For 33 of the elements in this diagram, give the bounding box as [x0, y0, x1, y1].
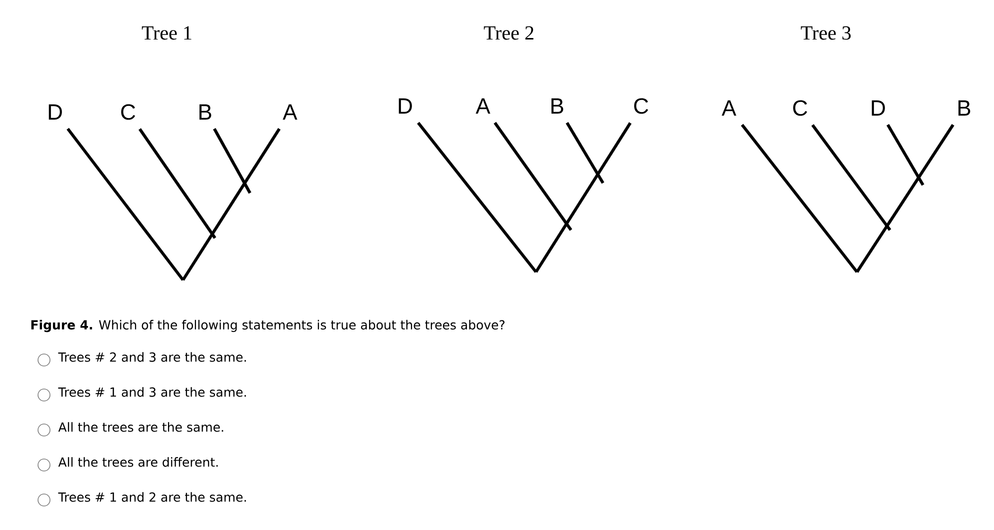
leaf-label: A	[476, 98, 490, 114]
leaf-label: A	[282, 104, 298, 120]
tree-branch	[566, 122, 604, 184]
leaf-label: A	[722, 100, 736, 116]
tree-branch	[534, 122, 632, 273]
tree-branch	[811, 124, 892, 231]
leaf-label: D	[872, 100, 885, 116]
leaf-label: D	[48, 104, 62, 120]
option-text: Trees # 2 and 3 are the same.	[58, 352, 246, 362]
tree-branch	[213, 128, 252, 194]
tree-title: Tree 3	[800, 26, 851, 40]
tree-branch	[740, 124, 858, 273]
leaf-label: C	[121, 104, 136, 120]
tree-title: Tree 2	[484, 26, 534, 40]
leaf-label: B	[199, 104, 212, 120]
leaf-label: C	[793, 100, 808, 116]
tree-branch	[138, 128, 216, 239]
leaf-label: C	[634, 98, 648, 114]
leaf-label: B	[958, 100, 970, 116]
tree-title: Tree 1	[142, 26, 192, 40]
option-text: All the trees are different.	[58, 457, 218, 467]
option-text: Trees # 1 and 2 are the same.	[58, 492, 246, 502]
tree-branch	[886, 124, 924, 186]
tree-branch	[856, 124, 954, 273]
tree-branch	[66, 128, 184, 281]
tree-branch	[494, 122, 572, 231]
tree-branch	[182, 128, 281, 281]
option-text: Trees # 1 and 3 are the same.	[58, 387, 246, 397]
leaf-label: D	[398, 98, 412, 114]
leaf-label: B	[551, 98, 564, 114]
caption: Figure 4. Which of the following statements is true about the trees above?	[31, 320, 504, 332]
tree-branch	[417, 122, 538, 273]
option-text: All the trees are the same.	[58, 422, 224, 432]
